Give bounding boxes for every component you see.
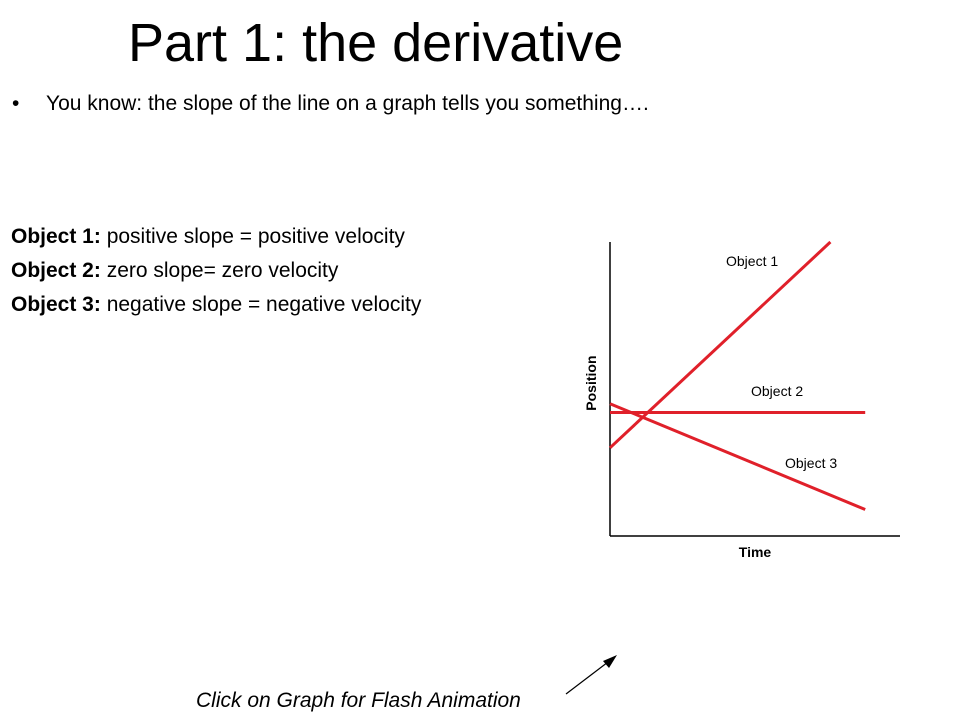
pointer-arrow-shaft xyxy=(565,658,613,695)
object-3-name: Object 3: xyxy=(11,293,101,316)
series-line-object-3 xyxy=(609,402,866,511)
series-label-object-2: Object 2 xyxy=(751,383,803,399)
bullet-marker: • xyxy=(12,92,20,115)
object-2-name: Object 2: xyxy=(11,259,101,282)
object-1-description: positive slope = positive velocity xyxy=(100,225,405,248)
object-3-line: Object 3: negative slope = negative velo… xyxy=(11,288,421,322)
bullet-item: • You know: the slope of the line on a gr… xyxy=(12,88,649,120)
object-3-description: negative slope = negative velocity xyxy=(100,293,422,316)
object-list: Object 1: positive slope = positive velo… xyxy=(11,220,421,322)
position-time-graph[interactable]: Time Position Object 1 Object 2 Object 3 xyxy=(570,230,910,570)
object-1-line: Object 1: positive slope = positive velo… xyxy=(11,220,421,254)
series-label-object-1: Object 1 xyxy=(726,253,778,269)
slide-title: Part 1: the derivative xyxy=(128,13,624,73)
x-axis-label: Time xyxy=(739,544,772,560)
object-2-description: zero slope= zero velocity xyxy=(100,259,339,282)
bullet-text: You know: the slope of the line on a gra… xyxy=(46,92,649,115)
object-1-name: Object 1: xyxy=(11,225,101,248)
object-2-line: Object 2: zero slope= zero velocity xyxy=(11,254,421,288)
flash-animation-caption[interactable]: Click on Graph for Flash Animation xyxy=(196,689,521,712)
series-label-object-3: Object 3 xyxy=(785,455,837,471)
pointer-arrow-head xyxy=(603,655,617,668)
y-axis-label: Position xyxy=(583,356,599,411)
